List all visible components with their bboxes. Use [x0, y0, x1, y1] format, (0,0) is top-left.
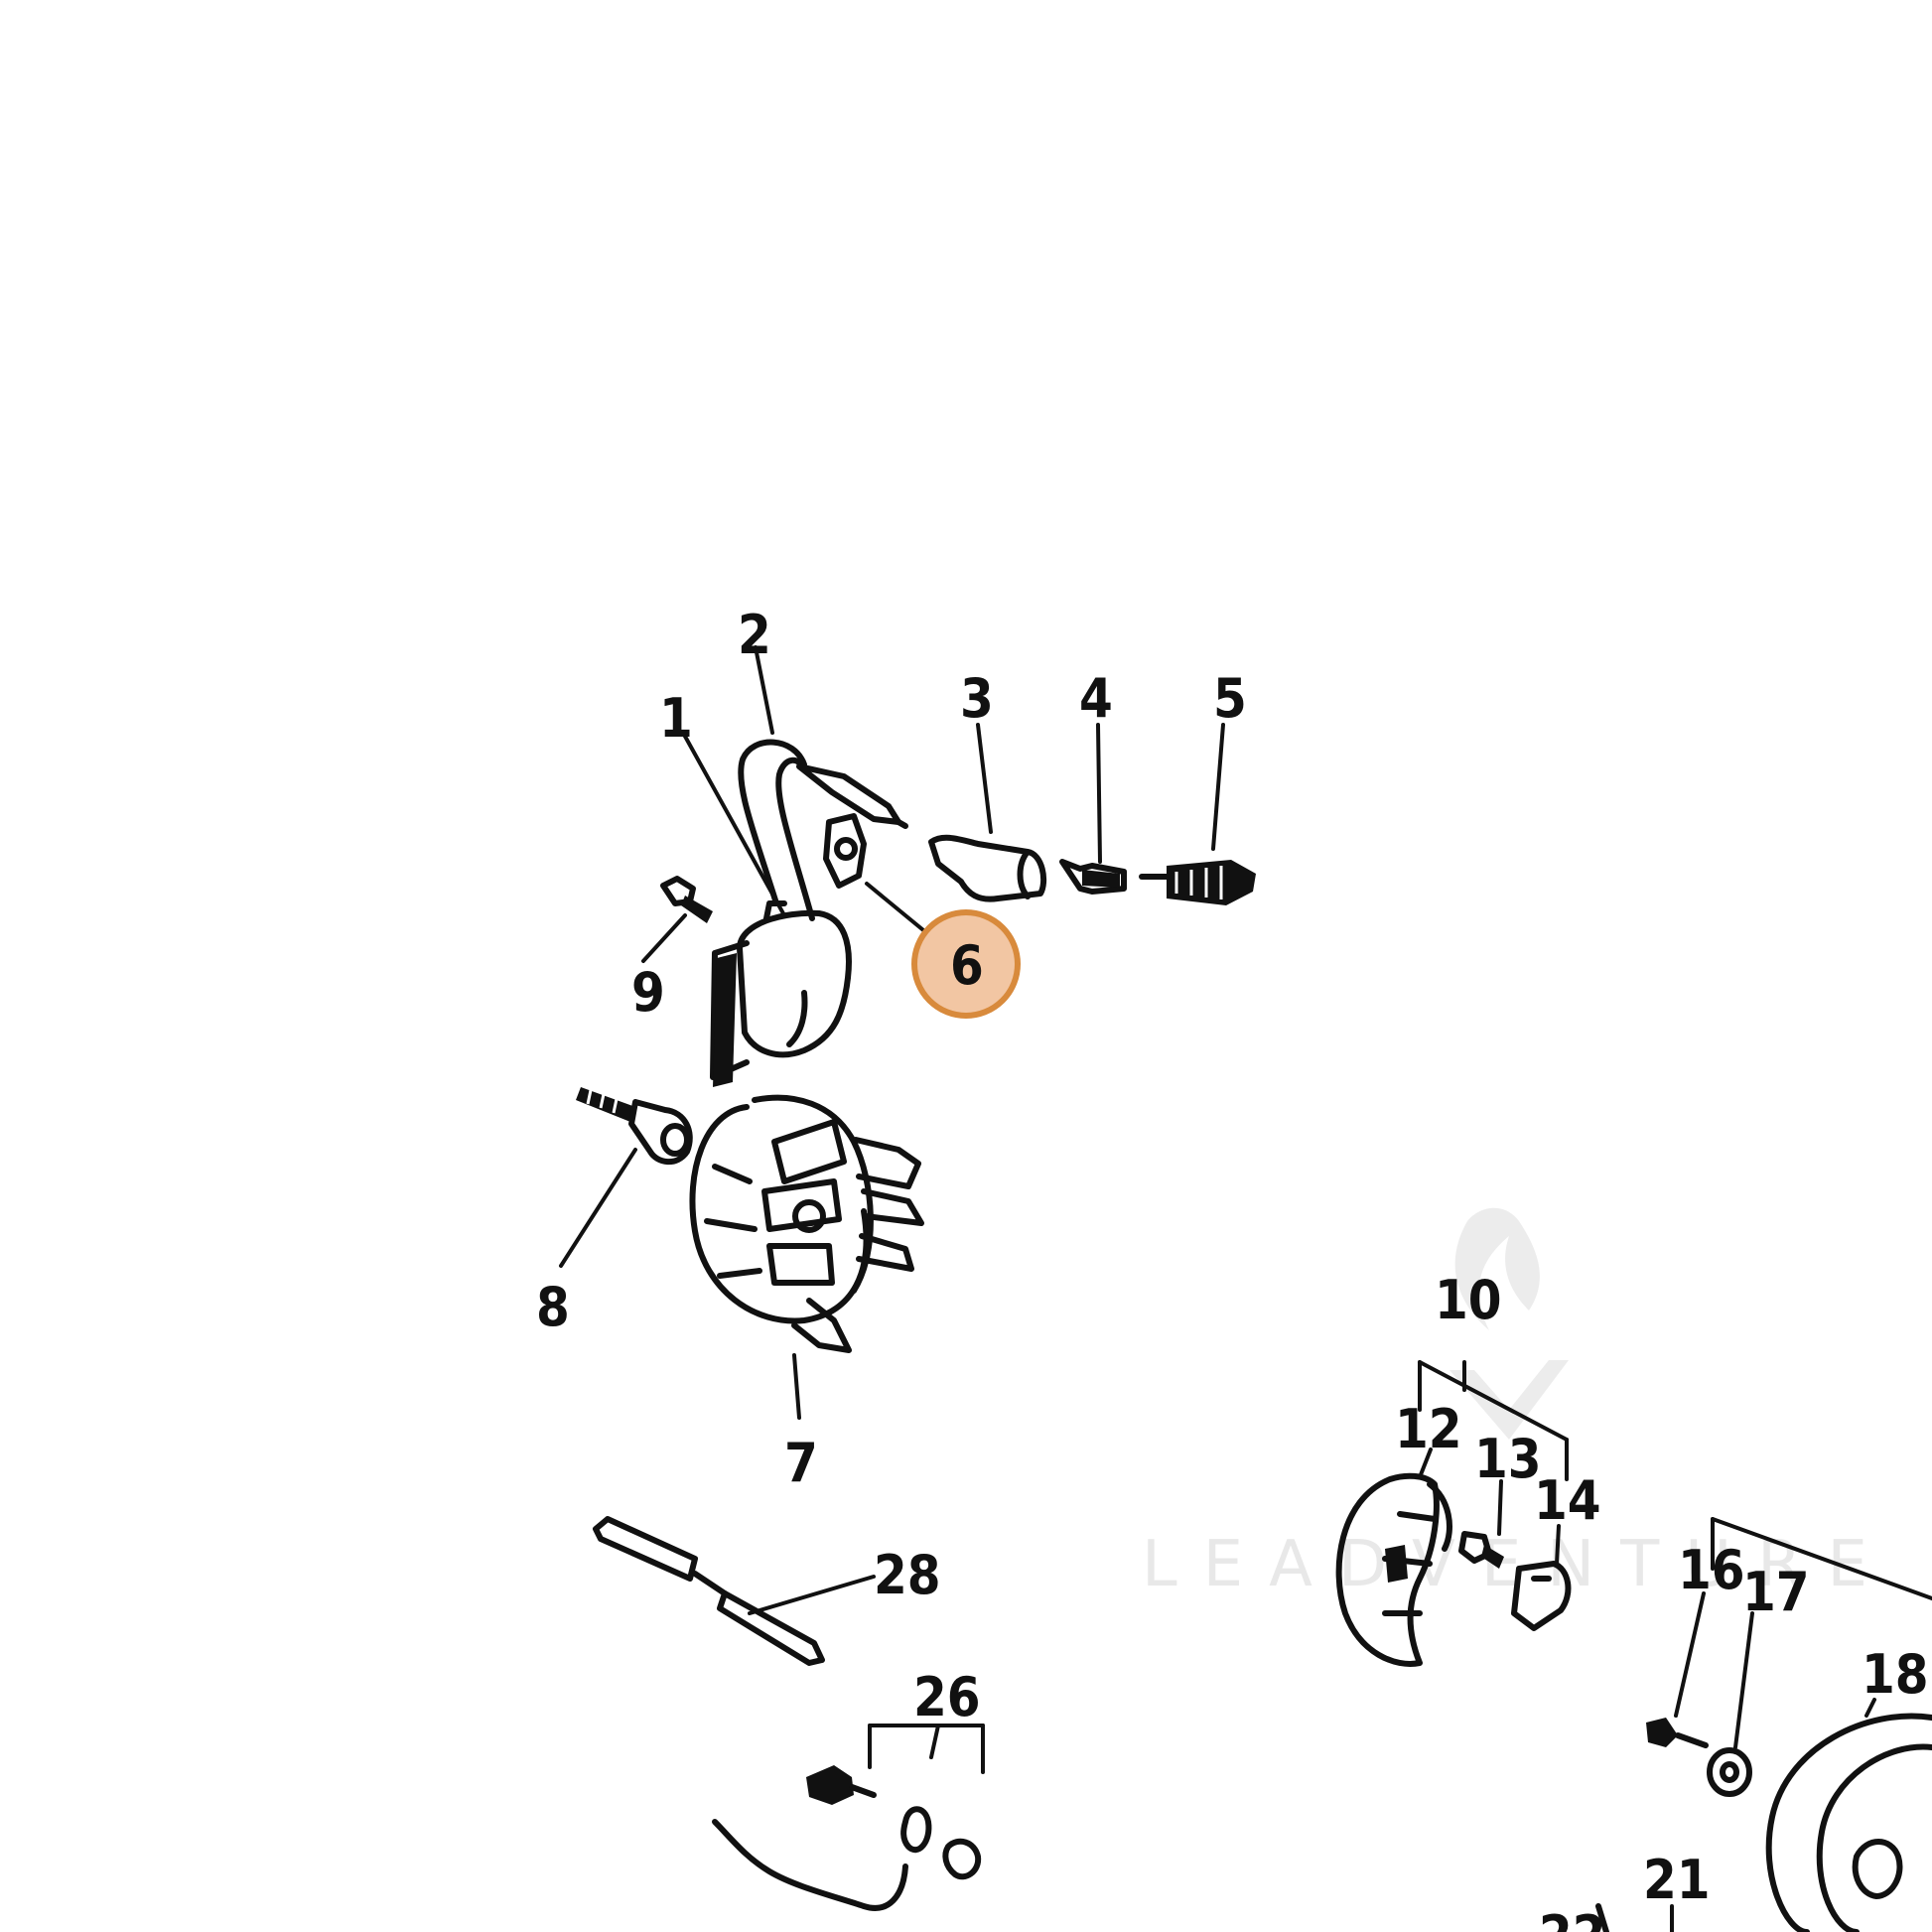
label-12[interactable]: 12 — [1395, 1398, 1462, 1460]
part-4-terminal-spring[interactable] — [1059, 859, 1127, 895]
leader-lines — [559, 645, 1932, 1932]
part-21-22-fragment — [1595, 1903, 1609, 1932]
label-18[interactable]: 18 — [1862, 1643, 1929, 1706]
label-21[interactable]: 21 — [1643, 1849, 1711, 1911]
part-17-washer[interactable] — [1707, 1747, 1752, 1797]
part-2-ignition-lead[interactable] — [738, 739, 908, 921]
label-4[interactable]: 4 — [1079, 667, 1113, 730]
label-13[interactable]: 13 — [1474, 1428, 1542, 1490]
label-10[interactable]: 10 — [1435, 1269, 1502, 1331]
label-3[interactable]: 3 — [960, 667, 994, 730]
watermark-flame-logo — [1449, 1207, 1569, 1440]
part-12-clutch-shoe[interactable] — [1335, 1472, 1452, 1667]
watermark-text: LEADVENTURE — [1142, 1528, 1893, 1601]
label-1[interactable]: 1 — [659, 687, 693, 750]
part-13-bolt[interactable] — [1458, 1531, 1504, 1569]
label-17[interactable]: 17 — [1742, 1561, 1810, 1623]
label-26[interactable]: 26 — [913, 1666, 981, 1728]
part-1-ignition-module[interactable] — [710, 900, 852, 1087]
part-16-bolt[interactable] — [1646, 1718, 1709, 1748]
part-7-flywheel[interactable] — [689, 1094, 924, 1353]
label-2[interactable]: 2 — [738, 604, 771, 666]
highlight-marker[interactable] — [911, 909, 1021, 1019]
label-7[interactable]: 7 — [784, 1432, 818, 1494]
label-9[interactable]: 9 — [631, 961, 665, 1024]
part-6-clip[interactable] — [823, 813, 867, 889]
part-8-flywheel-nut[interactable] — [576, 1087, 693, 1166]
label-14[interactable]: 14 — [1534, 1469, 1601, 1532]
label-16[interactable]: 16 — [1678, 1539, 1745, 1601]
label-8[interactable]: 8 — [536, 1276, 570, 1338]
part-5-spark-plug[interactable] — [1139, 860, 1256, 905]
label-22[interactable]: 22 — [1539, 1904, 1606, 1932]
highlight-circle[interactable] — [911, 909, 1021, 1019]
label-28[interactable]: 28 — [874, 1544, 941, 1606]
part-3-spark-plug-cap[interactable] — [928, 834, 1047, 902]
watermark: LEADVENTURE — [1142, 1207, 1893, 1601]
part-26-switch[interactable] — [712, 1765, 982, 1911]
label-5[interactable]: 5 — [1213, 667, 1247, 730]
part-9-screw[interactable] — [660, 876, 713, 923]
callout-labels: 1 2 3 4 5 6 7 8 9 10 12 13 14 16 17 18 2… — [536, 604, 1929, 1932]
part-18-drum[interactable] — [1765, 1713, 1932, 1932]
label-6[interactable]: 6 — [950, 934, 984, 997]
part-28-cable[interactable] — [593, 1516, 825, 1666]
